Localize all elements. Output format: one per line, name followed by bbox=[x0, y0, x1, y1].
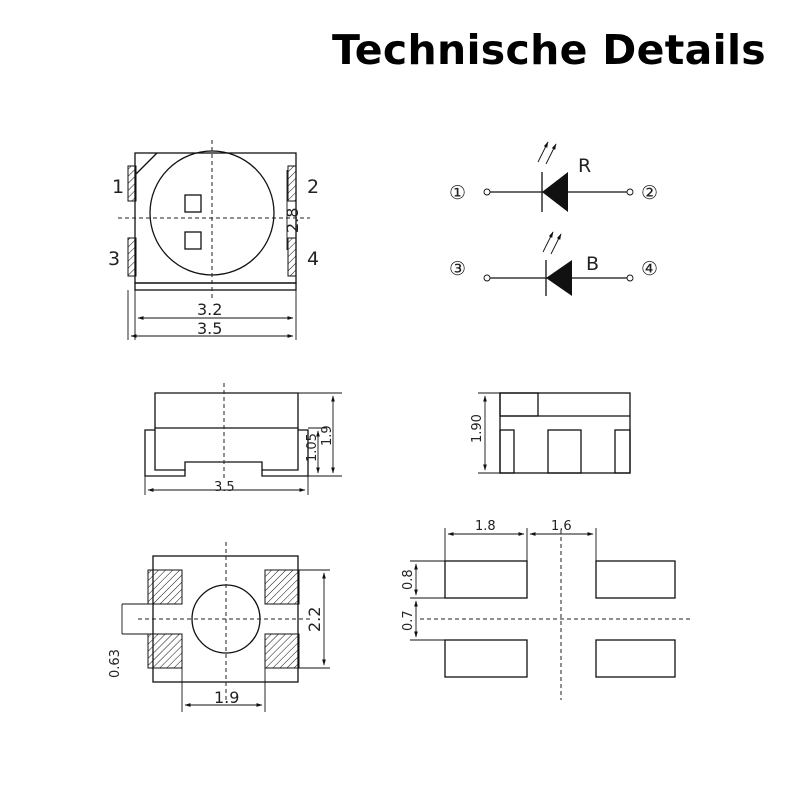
top-pad-2 bbox=[287, 165, 297, 202]
led-blue-label: B bbox=[586, 253, 599, 275]
dim-1-9-label: 1.9 bbox=[320, 425, 335, 446]
led-chip-1 bbox=[184, 194, 202, 213]
schematic-pin-3: ③ bbox=[449, 258, 466, 280]
led-red-label: R bbox=[578, 155, 591, 177]
top-body-outline bbox=[134, 152, 297, 284]
led-schematic: ① ② R ③ ④ B bbox=[449, 141, 658, 296]
terminal-1 bbox=[483, 188, 491, 196]
end-body-outline bbox=[499, 392, 631, 474]
dim-3-2-label: 3.2 bbox=[197, 300, 222, 319]
dim-1-6-label: 1.6 bbox=[551, 519, 572, 534]
terminal-4 bbox=[626, 274, 634, 282]
bottom-pad-2 bbox=[264, 569, 300, 605]
emit-arrow-blue-2 bbox=[550, 233, 562, 255]
dim-1-05-label: 1.05 bbox=[305, 433, 320, 462]
terminal-3 bbox=[483, 274, 491, 282]
emit-arrow-red-1 bbox=[537, 141, 549, 163]
top-view: 1 2 3 4 3.2 3.5 2.8 bbox=[108, 140, 319, 340]
pin-label-4: 4 bbox=[307, 248, 319, 270]
dim-0-63-label: 0.63 bbox=[108, 649, 123, 678]
bottom-pad-3 bbox=[147, 633, 183, 669]
dim-2-8-label: 2.8 bbox=[283, 208, 302, 233]
emit-arrow-red-2 bbox=[545, 143, 557, 165]
top-pad-4 bbox=[287, 237, 297, 277]
dim-2-2-label: 2.2 bbox=[305, 607, 324, 632]
pcb-footprint: 1.8 1.6 0.8 0.7 bbox=[401, 519, 690, 700]
pin1-chamfer bbox=[134, 152, 158, 176]
end-lead-3 bbox=[614, 429, 631, 474]
page-title: Technische Details bbox=[331, 26, 766, 74]
end-notch bbox=[499, 392, 539, 417]
top-pad-1 bbox=[127, 165, 137, 202]
dim-side-3-5-label: 3.5 bbox=[214, 480, 235, 495]
dim-0-8-label: 0.8 bbox=[401, 569, 416, 590]
pin-label-1: 1 bbox=[112, 176, 124, 198]
top-body-base bbox=[134, 282, 297, 291]
dim-1-90-label: 1.90 bbox=[470, 414, 485, 443]
side-lead-right bbox=[261, 429, 309, 477]
terminal-2 bbox=[626, 188, 634, 196]
dim-bottom-1-9-label: 1.9 bbox=[214, 688, 239, 707]
schematic-pin-4: ④ bbox=[641, 258, 658, 280]
dim-0-7-label: 0.7 bbox=[401, 610, 416, 631]
bottom-view: 2.2 0.63 1.9 bbox=[108, 542, 330, 712]
footprint-pad-4 bbox=[595, 639, 676, 678]
schematic-pin-1: ① bbox=[449, 182, 466, 204]
footprint-pad-3 bbox=[444, 639, 528, 678]
side-view: 1.9 1.05 3.5 bbox=[144, 383, 342, 495]
bottom-pad-1 bbox=[147, 569, 183, 605]
footprint-pad-1 bbox=[444, 560, 528, 599]
emit-arrow-blue-1 bbox=[542, 231, 554, 253]
dim-1-8-label: 1.8 bbox=[475, 519, 496, 534]
pin-label-2: 2 bbox=[307, 176, 319, 198]
bottom-pad-4 bbox=[264, 633, 300, 669]
top-pad-3 bbox=[127, 237, 137, 277]
end-lead-1 bbox=[499, 429, 515, 474]
schematic-pin-2: ② bbox=[641, 182, 658, 204]
diode-red-triangle bbox=[542, 172, 568, 212]
side-top-body bbox=[154, 392, 299, 429]
footprint-pad-2 bbox=[595, 560, 676, 599]
led-chip-2 bbox=[184, 231, 202, 250]
dim-3-5-label: 3.5 bbox=[197, 319, 222, 338]
side-lead-left bbox=[144, 429, 186, 477]
end-lead-2 bbox=[547, 429, 582, 474]
side-lower-body bbox=[154, 428, 299, 471]
diode-blue-triangle bbox=[546, 260, 572, 296]
end-view: 1.90 bbox=[470, 392, 631, 474]
pin-label-3: 3 bbox=[108, 248, 120, 270]
